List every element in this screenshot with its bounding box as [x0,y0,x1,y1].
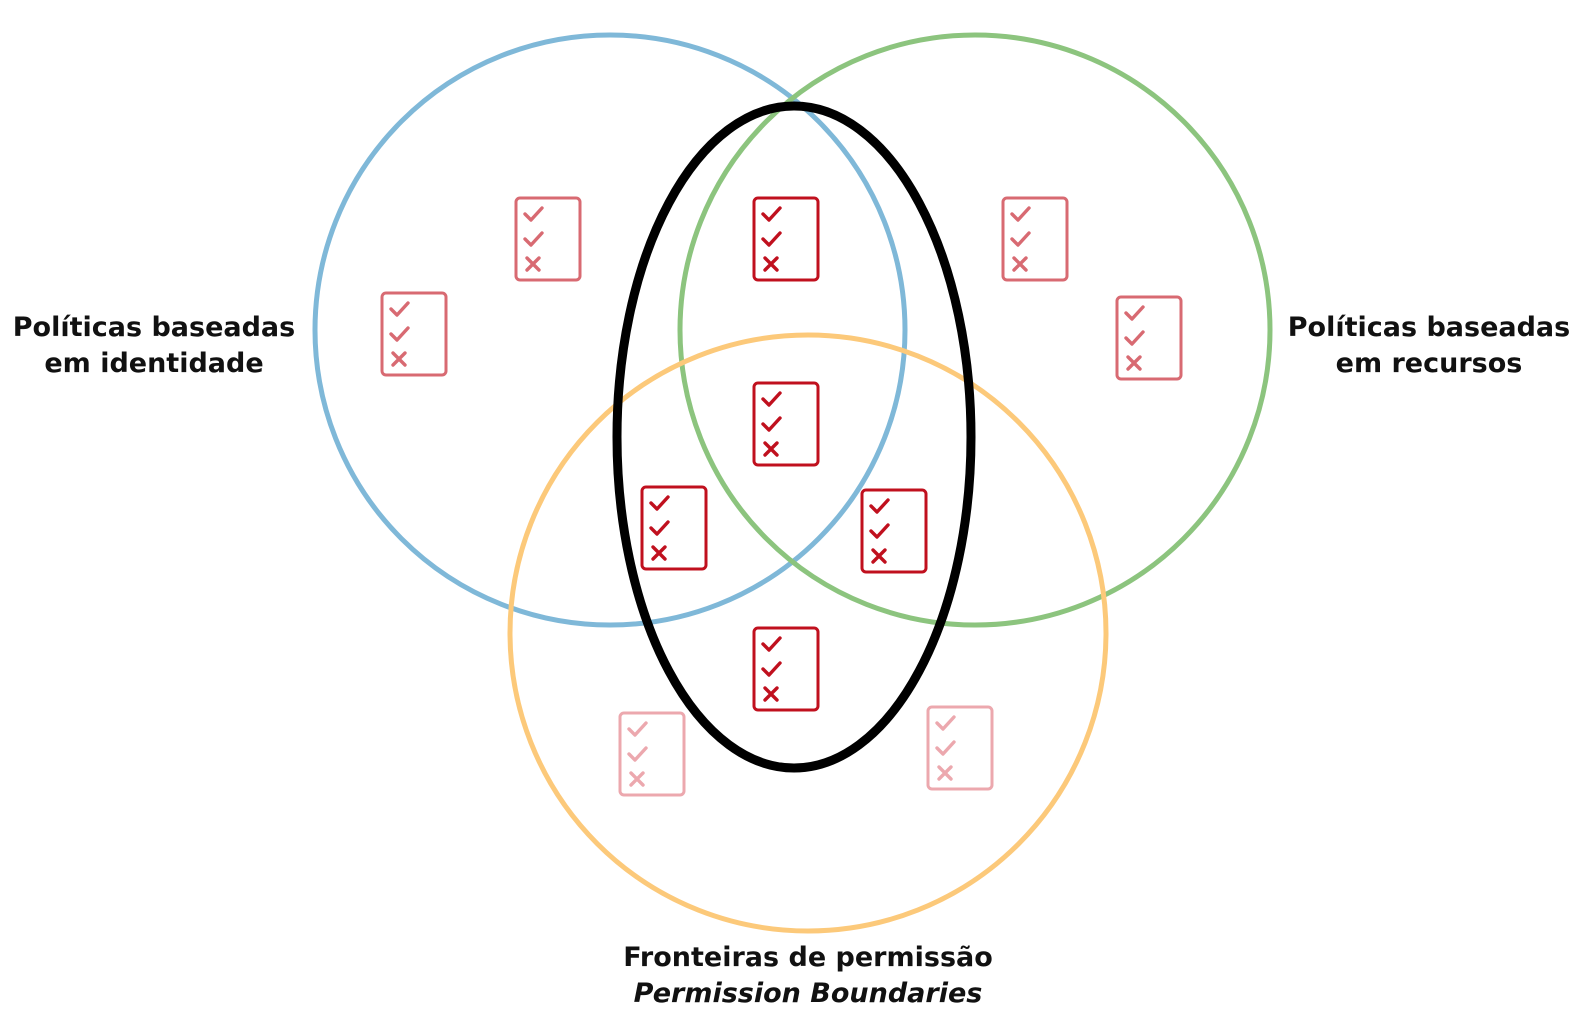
permission-boundaries-circle [507,332,1109,934]
resource-policies-circle [677,32,1273,628]
policy-document-icon [1115,295,1183,381]
check-icon [935,715,956,731]
check-icon [761,231,782,247]
cross-icon [937,765,953,781]
check-icon [389,301,410,317]
policy-document-icon [640,485,708,571]
check-icon [1124,305,1145,321]
policy-document-icon [752,381,820,467]
check-icon [1124,330,1145,346]
identity-policies-label: Políticas baseadas em identidade [8,310,300,382]
identity-label-line2: em identidade [44,348,264,379]
policy-document-icon [752,196,820,282]
check-icon [1010,231,1031,247]
check-icon [869,523,890,539]
permission-boundaries-label: Fronteiras de permissão Permission Bound… [608,940,1008,1012]
cross-icon [629,771,645,787]
cross-icon [763,686,779,702]
resource-policies-label: Políticas baseadas em recursos [1284,310,1574,382]
check-icon [389,326,410,342]
check-icon [761,391,782,407]
cross-icon [391,351,407,367]
cross-icon [871,548,887,564]
check-icon [523,231,544,247]
cross-icon [651,545,667,561]
check-icon [1010,206,1031,222]
policy-document-icon [618,711,686,797]
policy-document-icon [380,291,448,377]
cross-icon [763,256,779,272]
resource-label-line1: Políticas baseadas [1287,312,1571,343]
check-icon [761,206,782,222]
check-icon [761,636,782,652]
cross-icon [1126,355,1142,371]
check-icon [761,661,782,677]
effective-permissions-ellipse [612,101,976,773]
policy-document-icon [514,196,582,282]
identity-policies-circle [312,32,908,628]
policy-document-icon [1001,196,1069,282]
policy-documents [380,196,1183,797]
check-icon [649,495,670,511]
boundary-label-line2: Permission Boundaries [633,978,983,1009]
cross-icon [1012,256,1028,272]
check-icon [935,740,956,756]
identity-label-line1: Políticas baseadas [12,312,296,343]
check-icon [523,206,544,222]
policy-document-icon [752,626,820,712]
policy-document-icon [860,488,928,574]
boundary-label-line1: Fronteiras de permissão [623,942,993,973]
check-icon [649,520,670,536]
check-icon [627,746,648,762]
cross-icon [763,441,779,457]
check-icon [627,721,648,737]
check-icon [869,498,890,514]
cross-icon [525,256,541,272]
resource-label-line2: em recursos [1335,348,1523,379]
check-icon [761,416,782,432]
policy-document-icon [926,705,994,791]
